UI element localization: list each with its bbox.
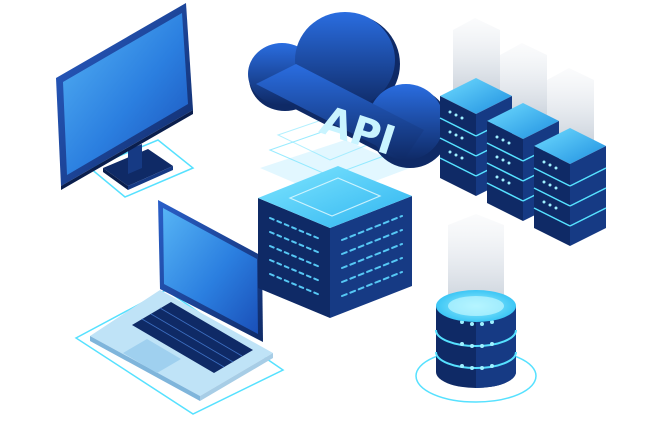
server-rack-icon [439,18,607,246]
laptop-icon [74,200,285,415]
monitor-icon [56,3,195,198]
database-icon [415,214,537,403]
server-rack-unit [439,78,513,196]
cloud-icon: API [248,12,450,168]
server-rack-unit [533,128,607,246]
